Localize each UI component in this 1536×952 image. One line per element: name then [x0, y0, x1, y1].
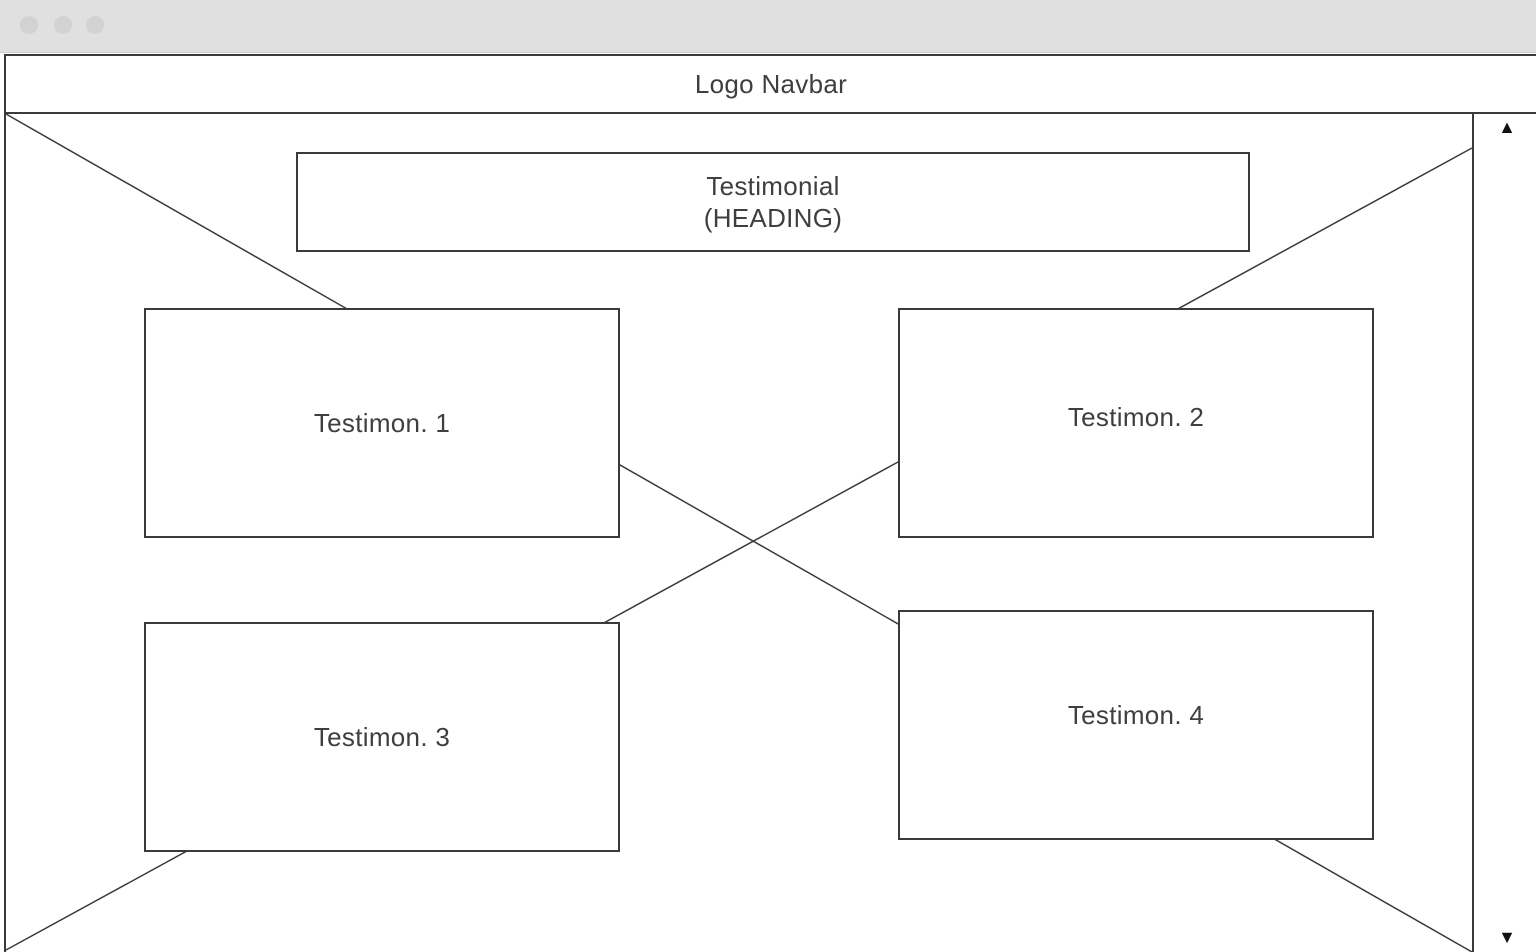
navbar-label: Logo Navbar: [694, 68, 848, 99]
testimonial-card-3[interactable]: Testimon. 3: [144, 622, 620, 852]
zoom-window-dot-icon[interactable]: [86, 16, 104, 34]
testimonial-label: Testimon. 4: [1067, 700, 1205, 730]
scroll-down-arrow-icon[interactable]: ▼: [1498, 927, 1516, 947]
testimonial-card-2[interactable]: Testimon. 2: [898, 308, 1374, 538]
heading-line-2: (HEADING): [703, 203, 843, 233]
content-area: Testimonial (HEADING) Testimon. 1 Testim…: [6, 114, 1472, 952]
navbar[interactable]: Logo Navbar: [6, 56, 1536, 114]
testimonial-label: Testimon. 2: [1067, 402, 1205, 432]
heading-line-1: Testimonial: [706, 171, 840, 201]
minimize-window-dot-icon[interactable]: [54, 16, 72, 34]
testimonial-heading-box: Testimonial (HEADING): [296, 152, 1250, 252]
testimonial-label: Testimon. 1: [313, 407, 451, 438]
testimonial-card-4[interactable]: Testimon. 4: [898, 610, 1374, 840]
vertical-scrollbar[interactable]: ▲ ▼: [1472, 114, 1536, 952]
close-window-dot-icon[interactable]: [20, 16, 38, 34]
window-titlebar: [0, 0, 1536, 53]
scroll-up-arrow-icon[interactable]: ▲: [1498, 117, 1516, 137]
testimonial-card-1[interactable]: Testimon. 1: [144, 308, 620, 538]
testimonial-label: Testimon. 3: [313, 721, 451, 752]
